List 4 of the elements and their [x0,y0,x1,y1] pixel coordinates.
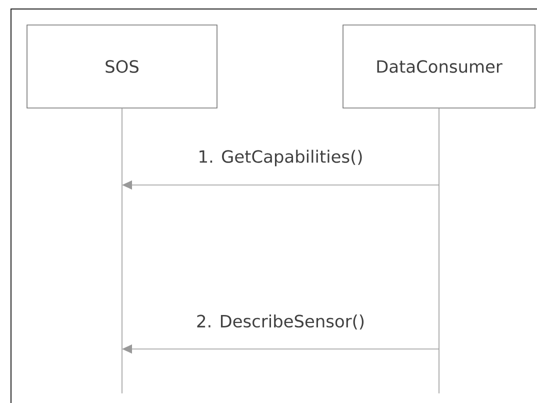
participant-box: DataConsumer [342,24,536,108]
edge-label: 1. GetCapabilities() [196,148,364,168]
edge-label: 2. DescribeSensor() [194,313,366,331]
participant-box: SOS [26,24,218,108]
